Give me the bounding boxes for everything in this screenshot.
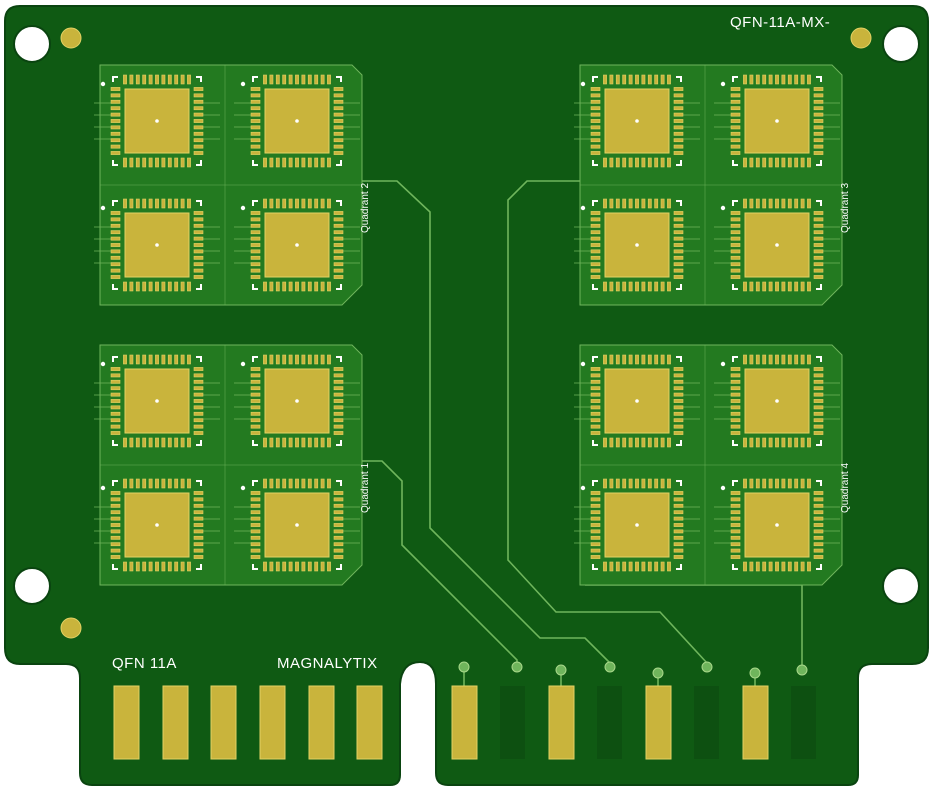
left-label: QFN 11A (112, 655, 177, 672)
brand-label: MAGNALYTIX (277, 655, 378, 672)
edge-pad (548, 685, 575, 760)
edge-pad (210, 685, 237, 760)
quadrant-label: Quadrant 3 (840, 183, 851, 233)
edge-pad (162, 685, 189, 760)
qfn-footprint (714, 198, 840, 292)
edge-pad (356, 685, 383, 760)
quadrants (94, 64, 843, 586)
edge-pad (645, 685, 672, 760)
part-label: QFN-11A-MX- (730, 14, 830, 31)
edge-pad-bare (597, 686, 622, 759)
edge-pad-bare (500, 686, 525, 759)
edge-pad-bare (791, 686, 816, 759)
edge-pad-bare (694, 686, 719, 759)
fiducial-icon (60, 27, 872, 639)
qfn-footprint (94, 74, 220, 168)
edge-pad (259, 685, 286, 760)
quadrant-bottom-left (94, 344, 363, 586)
via-icon (458, 661, 808, 679)
qfn-footprint (234, 478, 360, 572)
qfn-footprint (234, 74, 360, 168)
quadrant-label: Quadrant 2 (360, 183, 371, 233)
qfn-footprint (94, 478, 220, 572)
edge-connector (113, 685, 816, 760)
quadrant-top-right (574, 64, 843, 306)
qfn-footprint (714, 74, 840, 168)
quadrant-top-left (94, 64, 363, 306)
qfn-footprint (714, 354, 840, 448)
qfn-footprint (574, 74, 700, 168)
qfn-footprint (234, 354, 360, 448)
edge-pad (742, 685, 769, 760)
quadrant-labels: Quadrant 2 Quadrant 3 Quadrant 1 Quadrant 4 (360, 183, 851, 513)
quadrant-label: Quadrant 1 (360, 463, 371, 513)
qfn-footprint (714, 478, 840, 572)
edge-pad (308, 685, 335, 760)
qfn-footprint (94, 198, 220, 292)
edge-pad (113, 685, 140, 760)
qfn-footprint (574, 354, 700, 448)
qfn-footprint (234, 198, 360, 292)
quadrant-bottom-right (574, 344, 843, 586)
qfn-footprint (574, 198, 700, 292)
qfn-footprint (574, 478, 700, 572)
qfn-footprint (94, 354, 220, 448)
quadrant-label: Quadrant 4 (840, 463, 851, 513)
edge-pad (451, 685, 478, 760)
mounting-hole-icon (13, 25, 920, 605)
